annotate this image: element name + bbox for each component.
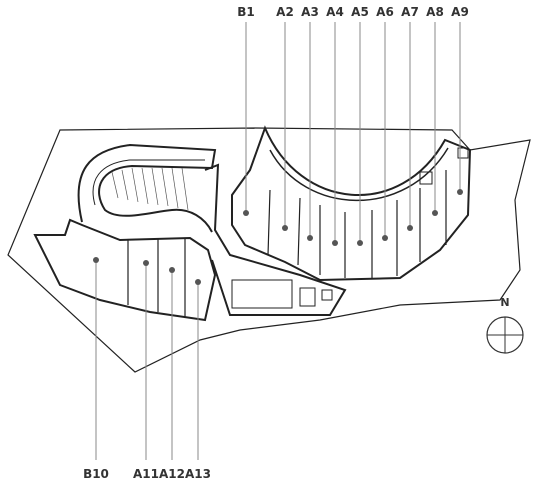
unit-label-a13: A13: [185, 467, 211, 481]
unit-label-b10: B10: [83, 467, 109, 481]
central-spine: [204, 163, 347, 316]
unit-label-a3: A3: [301, 5, 319, 19]
unit-marker: [243, 210, 249, 216]
building: [33, 125, 472, 322]
east-wing-arc: [269, 147, 449, 202]
west-wing-outline: [33, 218, 217, 322]
curved-corridor: [77, 143, 217, 233]
east-wing-outline: [231, 125, 472, 282]
bottom-leaders: [93, 257, 201, 460]
west-unit-walls: [127, 238, 186, 318]
unit-label-a6: A6: [376, 5, 394, 19]
unit-marker: [457, 189, 463, 195]
core-room: [321, 289, 333, 301]
unit-marker: [195, 279, 201, 285]
east-unit-walls: [267, 170, 447, 278]
stair-hatching: [111, 167, 189, 211]
unit-marker: [332, 240, 338, 246]
unit-marker: [93, 257, 99, 263]
unit-label-a9: A9: [451, 5, 469, 19]
unit-marker: [382, 235, 388, 241]
unit-marker: [282, 225, 288, 231]
unit-label-a5: A5: [351, 5, 369, 19]
unit-label-a8: A8: [426, 5, 444, 19]
core-room: [299, 287, 316, 307]
north-compass: N: [486, 296, 524, 354]
curved-corridor-inner: [92, 159, 205, 206]
north-label: N: [500, 296, 509, 309]
unit-label-a12: A12: [159, 467, 185, 481]
core-room: [419, 171, 433, 185]
site-boundary: [7, 127, 531, 373]
top-unit-labels: B1 A2 A3 A4 A5 A6 A7 A8 A9: [237, 5, 469, 19]
unit-label-a11: A11: [133, 467, 159, 481]
unit-marker: [432, 210, 438, 216]
unit-marker: [307, 235, 313, 241]
unit-label-b1: B1: [237, 5, 255, 19]
unit-label-a2: A2: [276, 5, 294, 19]
unit-marker: [407, 225, 413, 231]
core-room: [457, 147, 469, 159]
core-room: [231, 279, 293, 309]
bottom-unit-labels: B10 A11 A12 A13: [83, 467, 211, 481]
unit-label-a7: A7: [401, 5, 419, 19]
unit-marker: [143, 260, 149, 266]
unit-marker: [169, 267, 175, 273]
top-leaders: [243, 22, 463, 246]
unit-marker: [357, 240, 363, 246]
unit-label-a4: A4: [326, 5, 344, 19]
